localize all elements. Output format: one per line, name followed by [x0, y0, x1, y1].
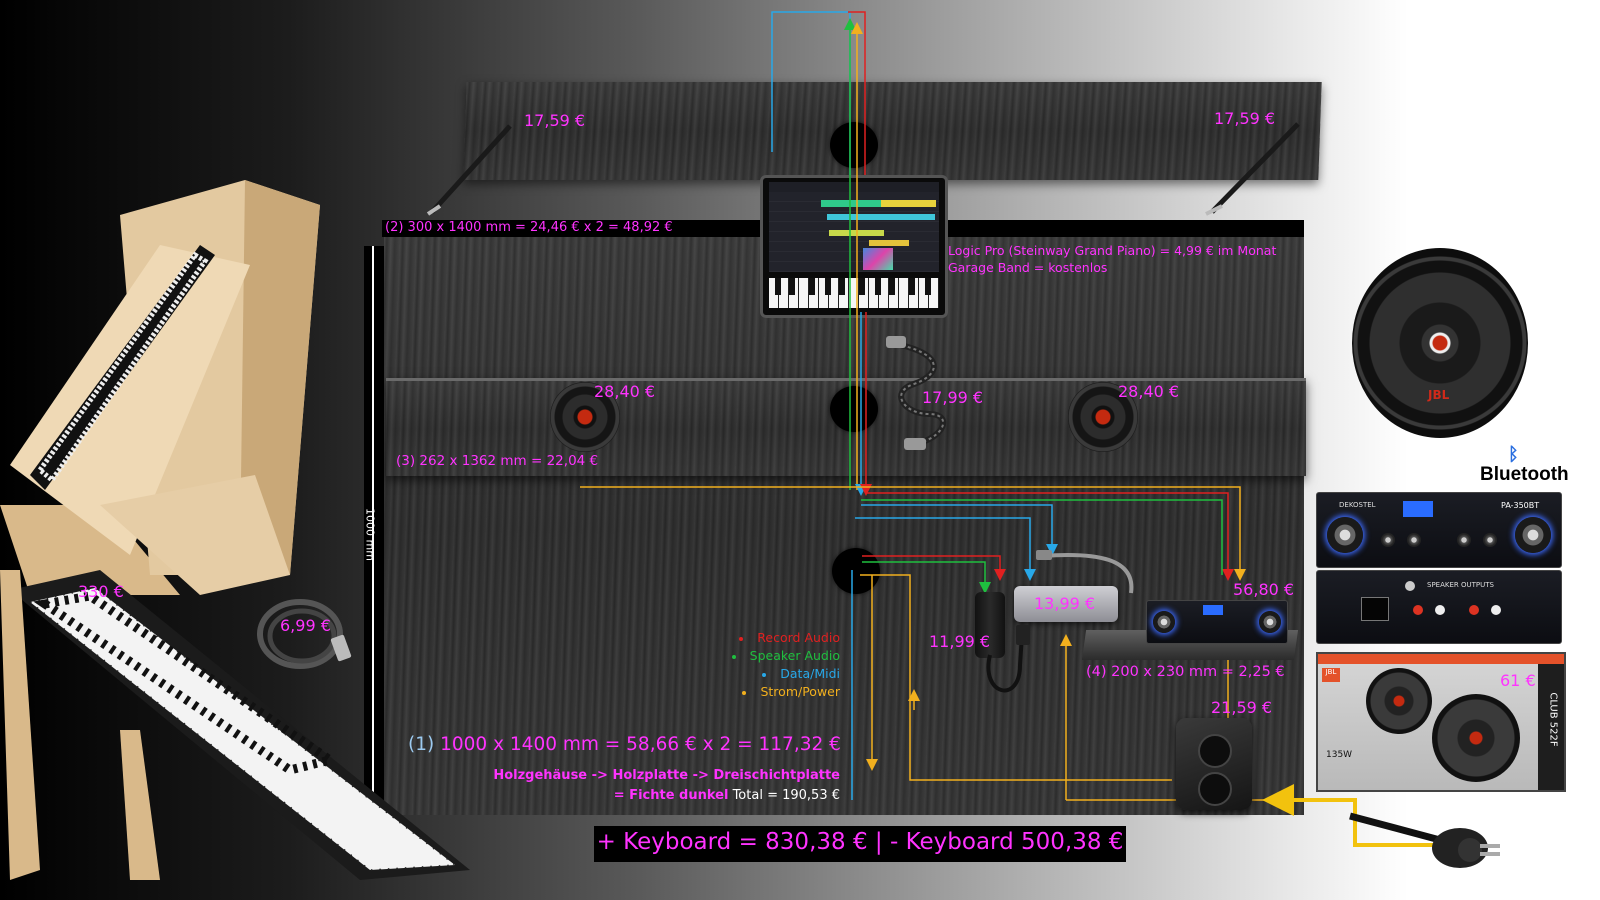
power-strip [1176, 718, 1252, 810]
legend-record-audio: Record Audio [700, 630, 840, 645]
top-board-hole [830, 122, 878, 168]
hub-cable [1036, 548, 1156, 608]
ipad [760, 175, 948, 318]
amp-price: 56,80 € [1233, 580, 1294, 599]
amp-model: PA-350BT [1501, 501, 1539, 510]
ipad-note-line2: Garage Band = kostenlos [948, 260, 1107, 275]
jbl-speaker-photo: JBL [1352, 248, 1528, 438]
right-hinge-price: 17,59 € [1214, 109, 1275, 128]
box-brand: JBL [1322, 668, 1340, 682]
lower-hole [832, 548, 880, 594]
shelf-label: (4) 200 x 230 mm = 2,25 € [1086, 664, 1285, 680]
legend-power: Strom/Power [700, 684, 840, 699]
left-speaker-price: 28,40 € [594, 382, 655, 401]
adapter-price: 11,99 € [929, 632, 990, 651]
speaker-box-price: 61 € [1500, 671, 1536, 690]
bluetooth-label: Bluetooth [1480, 464, 1569, 486]
ipad-daw-screen [769, 182, 939, 272]
wooden-case-photo [0, 175, 340, 635]
legend-data-midi: Data/Midi [700, 666, 840, 681]
legend: Record Audio Speaker Audio Data/Midi Str… [700, 630, 840, 699]
legend-speaker-audio: Speaker Audio [700, 648, 840, 663]
adapter-cable [980, 625, 1050, 705]
bottom-banner: + Keyboard = 830,38 € | - Keyboard 500,3… [594, 826, 1126, 862]
ipad-note-line1: Logic Pro (Steinway Grand Piano) = 4,99 … [948, 243, 1276, 258]
amplifier-rear-photo: SPEAKER OUTPUTS [1316, 570, 1562, 644]
bluetooth-icon: ᛒ [1508, 444, 1519, 465]
jbl-speaker-logo: JBL [1428, 388, 1449, 402]
power-strip-price: 21,59 € [1211, 698, 1272, 717]
usb-cable-coil [250, 586, 360, 686]
usb-c-coiled-cable [884, 334, 964, 454]
usb-cable-price: 6,99 € [280, 616, 331, 635]
power-plug-photo [1340, 800, 1510, 890]
keyboard-price: 330 € [78, 582, 124, 601]
speaker-bar-label: (3) 262 x 1362 mm = 22,04 € [396, 453, 598, 469]
amplifier-front-photo: PA-350BT DEKOSTEL [1316, 492, 1562, 568]
right-speaker-price: 28,40 € [1118, 382, 1179, 401]
height-label: 1000 mm [364, 505, 377, 565]
box-model: CLUB 522F [1548, 692, 1559, 746]
box-power: 135W [1326, 750, 1352, 760]
bottom-banner-text: + Keyboard = 830,38 € | - Keyboard 500,3… [594, 829, 1126, 855]
speaker-bar-hole [830, 386, 878, 432]
amplifier-small [1146, 600, 1288, 644]
left-hinge-price: 17,59 € [524, 111, 585, 130]
amp-brand: DEKOSTEL [1339, 501, 1376, 509]
material-line2: = Fichte dunkel [614, 788, 729, 803]
total-label: Total = 190,53 € [733, 788, 840, 803]
board2-label: (2) 300 x 1400 mm = 24,46 € x 2 = 48,92 … [385, 220, 673, 235]
top-board [463, 82, 1321, 180]
amp-rear-label: SPEAKER OUTPUTS [1427, 581, 1494, 589]
